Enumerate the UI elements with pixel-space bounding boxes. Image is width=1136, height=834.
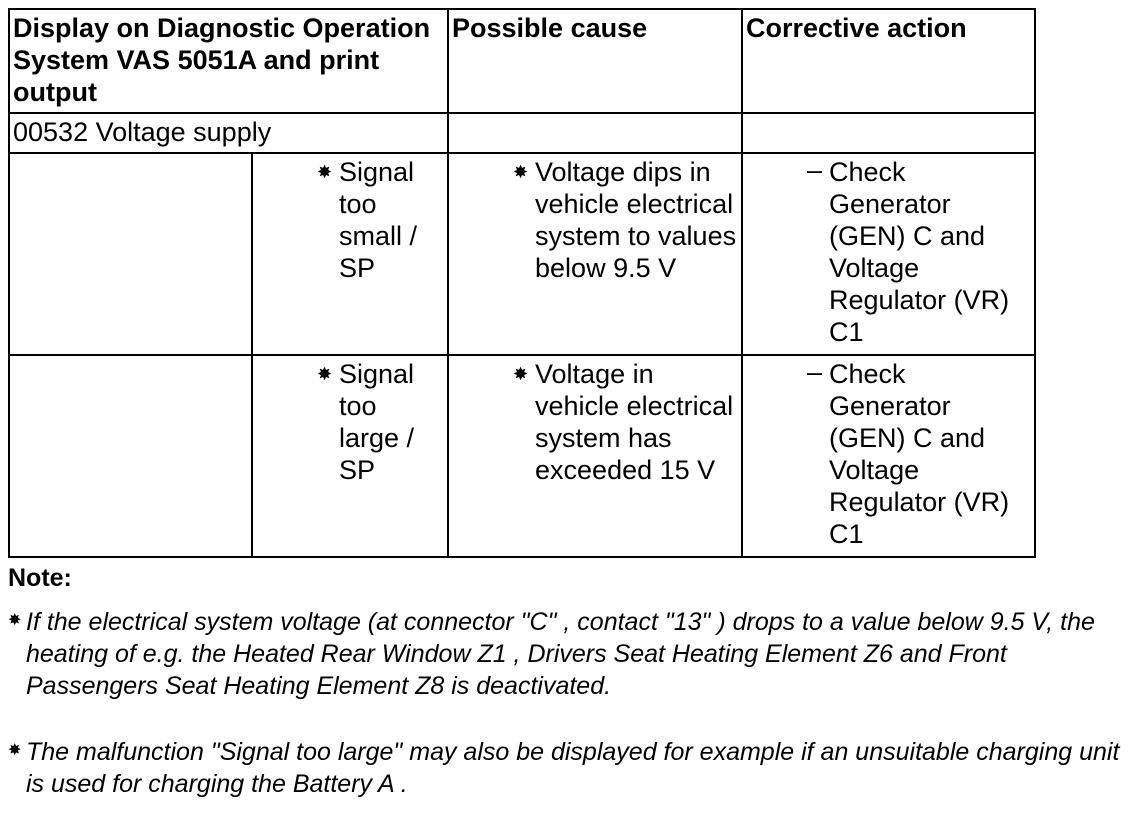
action-cell: – Check Generator (GEN) C and Voltage Re… [741, 354, 1037, 558]
asterisk-bullet-icon: ✸ [513, 162, 529, 182]
action-cell: – Check Generator (GEN) C and Voltage Re… [741, 152, 1037, 356]
dash-bullet-icon: – [807, 155, 823, 185]
action-text: Check Generator (GEN) C and Voltage Regu… [829, 359, 1010, 549]
asterisk-bullet-icon: ✸ [8, 612, 22, 629]
cause-text: Voltage in vehicle electrical system has… [535, 359, 734, 485]
signal-text: Signal too small / SP [339, 157, 418, 283]
signal-cell: ✸ Signal too small / SP [250, 152, 450, 356]
cause-text: Voltage dips in vehicle electrical syste… [535, 157, 737, 283]
cause-cell: ✸ Voltage in vehicle electrical system h… [447, 354, 744, 558]
note-item: ✸ If the electrical system voltage (at c… [8, 606, 1128, 702]
asterisk-bullet-icon: ✸ [8, 742, 22, 759]
table-header-row: Display on Diagnostic Operation System V… [7, 8, 1037, 114]
asterisk-bullet-icon: ✸ [317, 162, 333, 182]
note-title: Note: [8, 564, 72, 592]
empty-cell [8, 354, 253, 558]
cause-cell: ✸ Voltage dips in vehicle electrical sys… [447, 152, 744, 356]
section-empty-cell [741, 112, 1037, 154]
note-text: If the electrical system voltage (at con… [26, 608, 1095, 700]
note-section: Note: ✸ If the electrical system voltage… [8, 562, 1128, 834]
asterisk-bullet-icon: ✸ [513, 364, 529, 384]
dash-bullet-icon: – [807, 357, 823, 387]
empty-cell [8, 152, 253, 356]
section-label: 00532 Voltage supply [7, 112, 450, 154]
table-row: ✸ Signal too small / SP ✸ Voltage dips i… [8, 152, 1037, 356]
section-row: 00532 Voltage supply [7, 112, 1037, 154]
signal-cell: ✸ Signal too large / SP [250, 354, 450, 558]
note-text: The malfunction "Signal too large" may a… [26, 738, 1120, 798]
diagnostic-table: Display on Diagnostic Operation System V… [7, 8, 1037, 558]
header-possible-cause: Possible cause [447, 8, 744, 114]
signal-text: Signal too large / SP [339, 359, 415, 485]
asterisk-bullet-icon: ✸ [317, 364, 333, 384]
header-corrective-action: Corrective action [741, 8, 1037, 114]
action-text: Check Generator (GEN) C and Voltage Regu… [829, 157, 1010, 347]
header-display: Display on Diagnostic Operation System V… [7, 8, 450, 114]
table-row: ✸ Signal too large / SP ✸ Voltage in veh… [8, 354, 1037, 558]
note-item: ✸ The malfunction "Signal too large" may… [8, 736, 1128, 800]
section-empty-cell [447, 112, 744, 154]
